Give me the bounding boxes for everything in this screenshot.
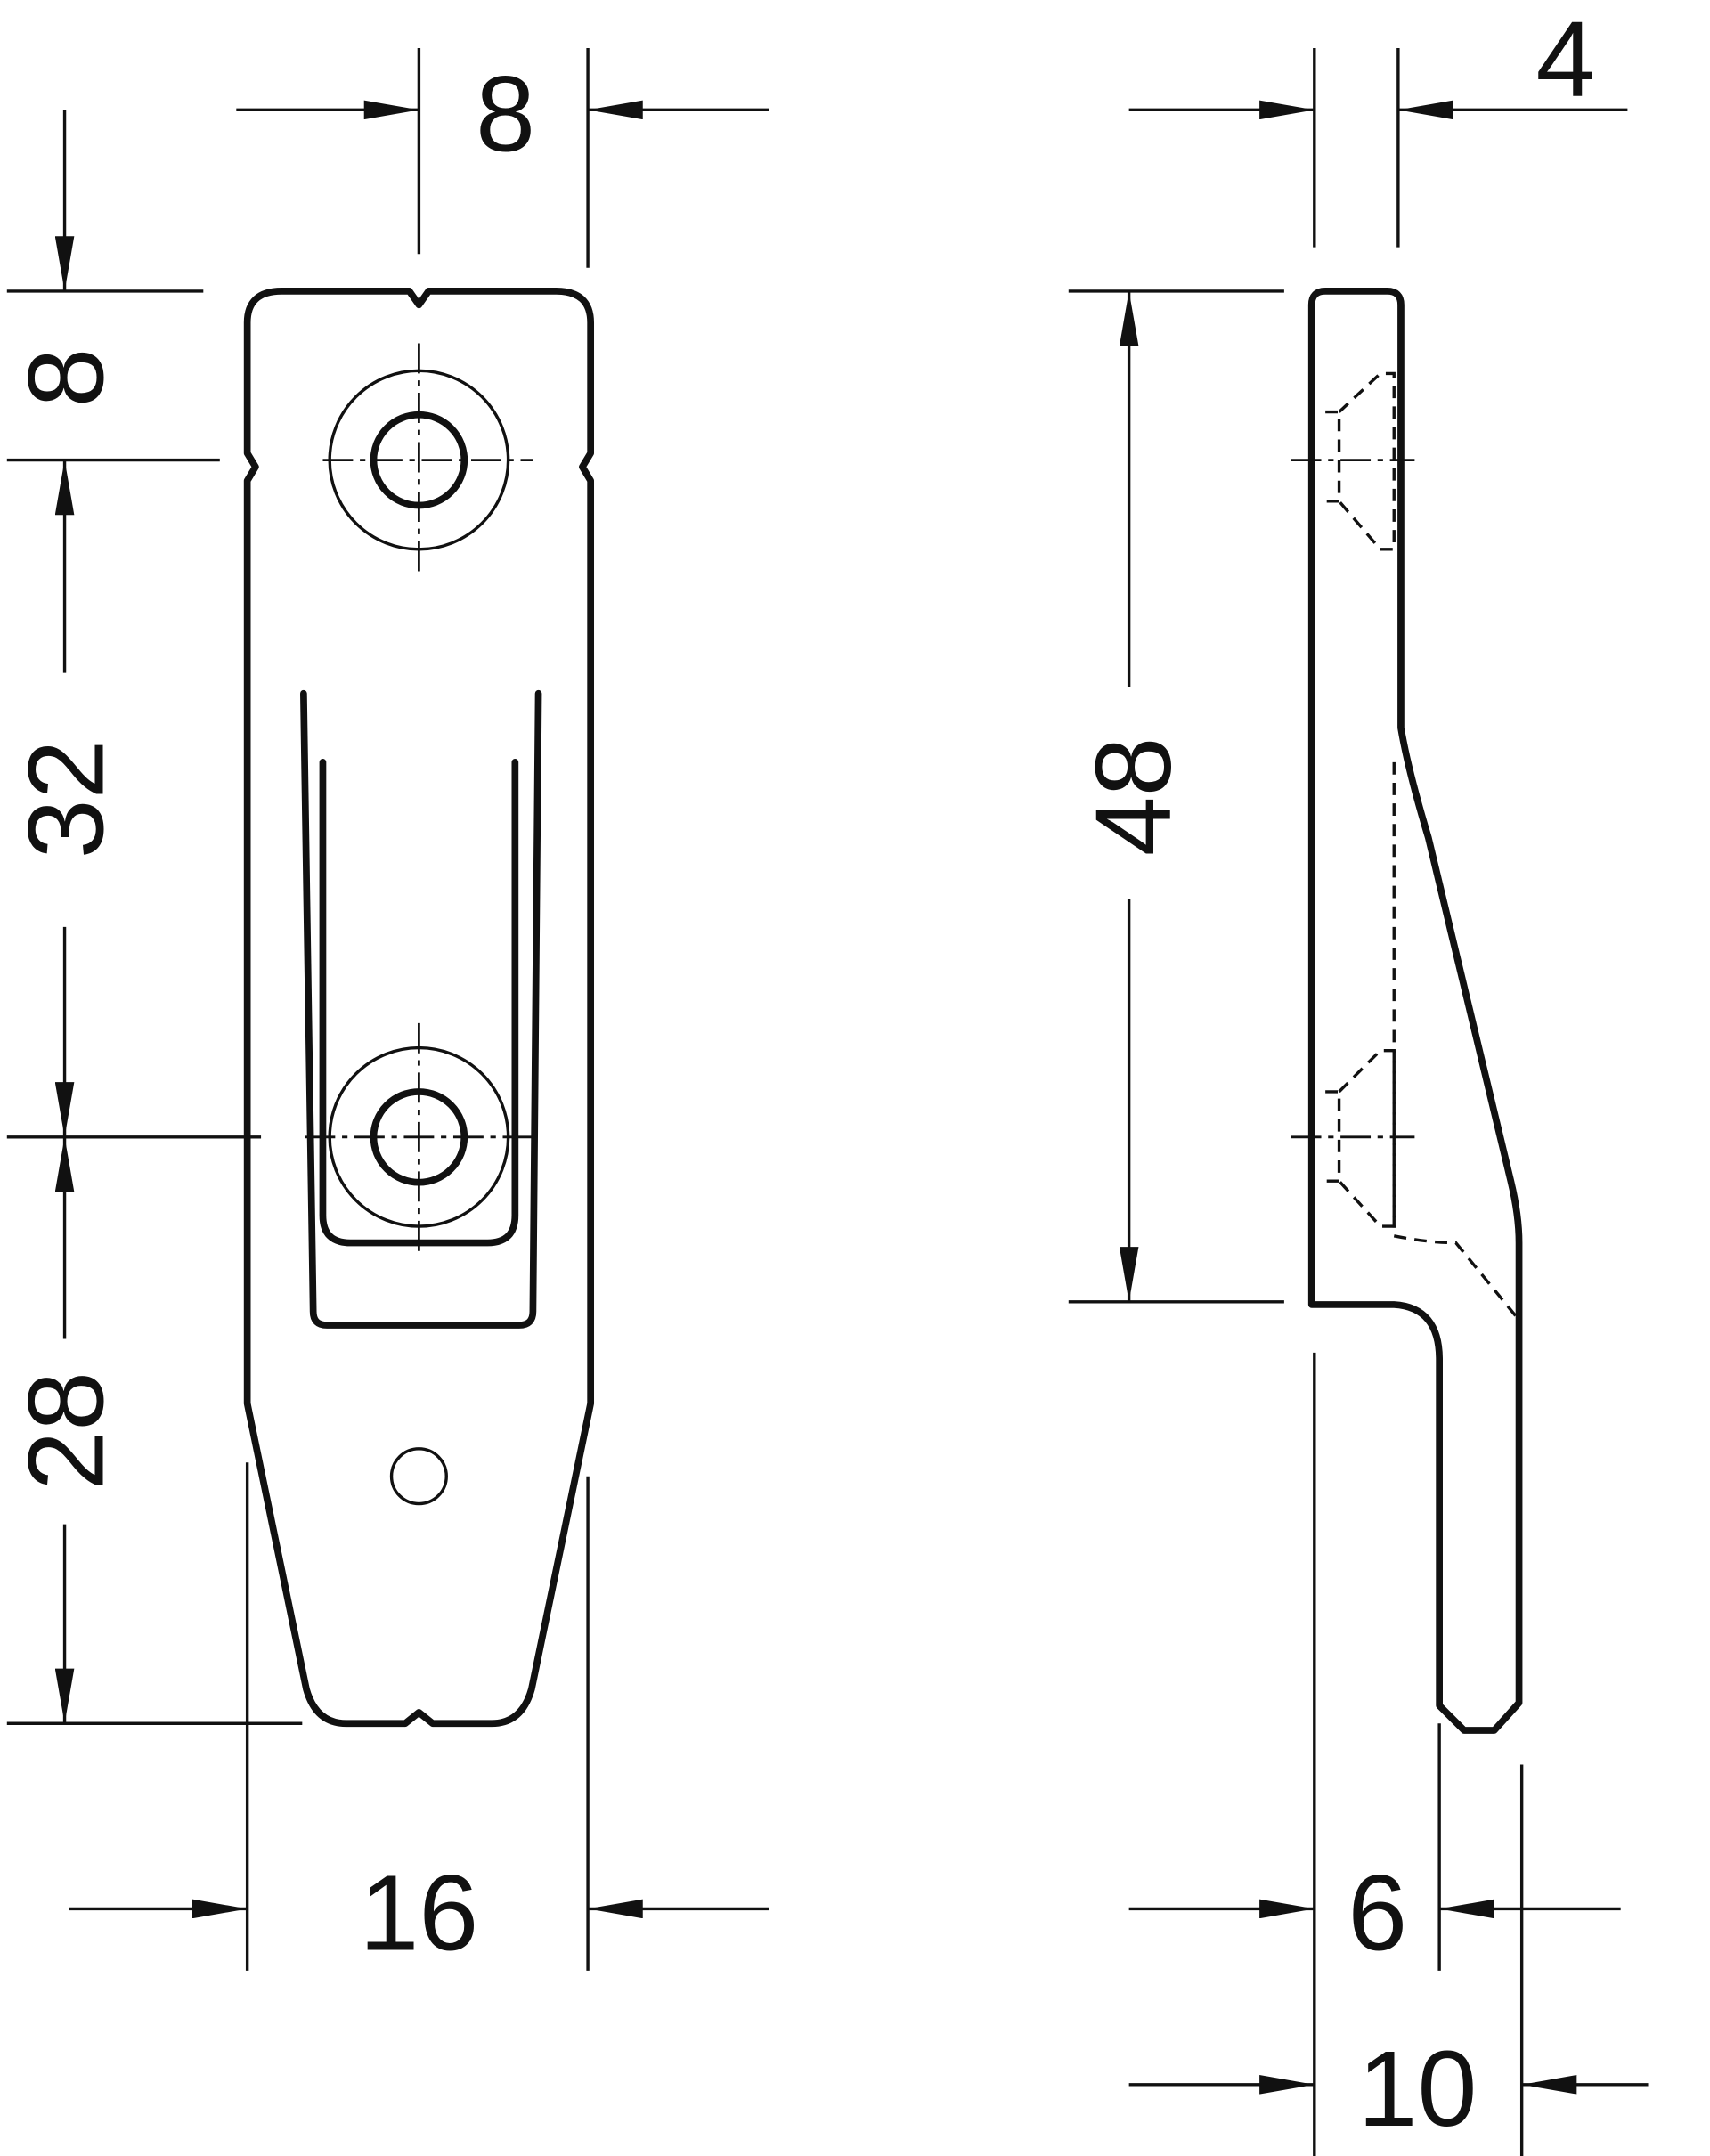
dim-hook-thickness: 6 xyxy=(1348,1854,1407,1973)
slot-outline xyxy=(300,689,542,1329)
screw-hole-top xyxy=(322,343,533,577)
profile-outline xyxy=(1307,288,1523,1734)
dim-total-depth: 10 xyxy=(1358,2030,1478,2149)
front-view: 8 8 32 28 16 xyxy=(7,47,770,1973)
dim-top-width: 8 xyxy=(476,55,535,175)
screw-hole-bottom xyxy=(305,1022,533,1253)
dim-total-width: 16 xyxy=(360,1854,479,1973)
dim-hole-spacing: 32 xyxy=(7,740,126,859)
dim-top-thickness: 4 xyxy=(1536,0,1596,119)
bracket-outline xyxy=(243,288,595,1728)
small-hole xyxy=(389,1447,448,1506)
dim-top-offset: 8 xyxy=(7,348,126,408)
side-view: 4 48 6 10 xyxy=(1068,0,1649,2156)
tongue-outline xyxy=(319,758,519,1247)
dim-height: 48 xyxy=(1074,736,1193,856)
dim-bottom-offset: 28 xyxy=(7,1371,126,1491)
